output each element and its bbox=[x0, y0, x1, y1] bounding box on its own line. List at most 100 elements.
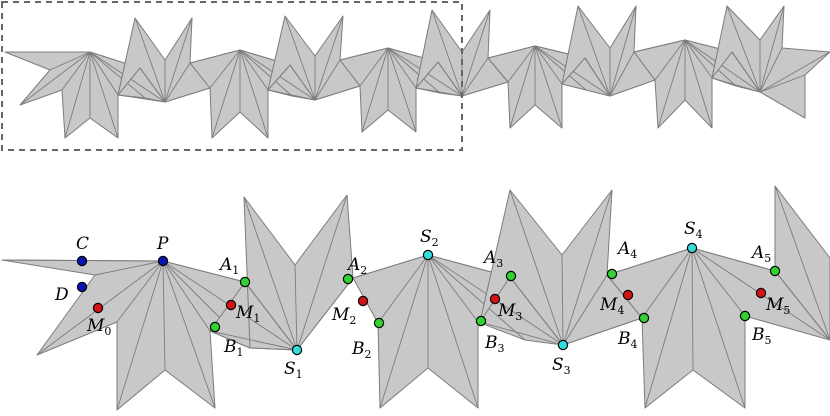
label-m4-base: M bbox=[599, 295, 618, 315]
tail-crease-1 bbox=[774, 185, 830, 341]
S1-crease-3 bbox=[243, 196, 298, 351]
S1-crease-6 bbox=[296, 277, 354, 351]
S3-crease-1 bbox=[479, 321, 564, 346]
label-b4: B4 bbox=[617, 329, 638, 351]
point-s4 bbox=[686, 242, 698, 254]
Q1-crease-1 bbox=[117, 94, 166, 103]
Q8-crease-4 bbox=[684, 39, 713, 129]
Q9-crease-1 bbox=[711, 77, 761, 93]
Q1-crease-0 bbox=[139, 67, 166, 103]
label-m0-base: M bbox=[86, 316, 105, 336]
label-d: D bbox=[54, 285, 69, 305]
label-s4-base: S bbox=[684, 219, 696, 239]
Q0-crease-2 bbox=[19, 51, 91, 106]
label-m5: M5 bbox=[765, 295, 790, 317]
label-s1-base: S bbox=[284, 359, 296, 379]
Q2-crease-1 bbox=[209, 49, 241, 89]
S3-crease-5 bbox=[562, 274, 608, 346]
S1-crease-5 bbox=[296, 194, 348, 351]
point-m2 bbox=[357, 295, 369, 307]
label-m0-sub: 0 bbox=[104, 325, 111, 338]
P-crease-4 bbox=[116, 260, 164, 411]
label-p-base: P bbox=[156, 234, 169, 254]
S1-crease-2 bbox=[249, 347, 298, 351]
Q7-crease-1 bbox=[561, 83, 611, 97]
label-a1-base: A bbox=[218, 255, 232, 275]
point-b3 bbox=[475, 315, 487, 327]
Q7-crease-5 bbox=[609, 51, 635, 97]
S2-crease-4 bbox=[427, 254, 479, 409]
Q7-crease-2 bbox=[577, 5, 611, 97]
Q4-crease-6 bbox=[387, 47, 441, 94]
label-m5-sub: 5 bbox=[783, 304, 790, 317]
point-a5 bbox=[769, 265, 781, 277]
label-d-base: D bbox=[54, 285, 69, 305]
Q5-crease-4 bbox=[461, 9, 491, 97]
label-p: P bbox=[156, 234, 169, 254]
P-crease-5 bbox=[162, 260, 166, 371]
label-m2-sub: 2 bbox=[349, 314, 356, 327]
Q3-crease-6 bbox=[314, 85, 361, 101]
S1-crease-4 bbox=[294, 264, 298, 351]
point-a1 bbox=[239, 276, 251, 288]
label-c: C bbox=[76, 234, 89, 254]
Q8-crease-5 bbox=[684, 39, 713, 79]
label-b1: B1 bbox=[223, 337, 244, 359]
label-b1-sub: 1 bbox=[237, 346, 244, 359]
Q8-crease-7 bbox=[684, 39, 761, 93]
point-a3 bbox=[505, 270, 517, 282]
top-strip bbox=[4, 5, 830, 139]
label-m2: M2 bbox=[331, 305, 356, 327]
Q1-crease-6 bbox=[164, 87, 211, 103]
Q9-crease-8 bbox=[759, 91, 806, 119]
label-b4-base: B bbox=[617, 329, 631, 349]
point-s1 bbox=[291, 344, 303, 356]
point-s2 bbox=[422, 249, 434, 261]
label-s3-sub: 3 bbox=[564, 364, 571, 377]
point-c bbox=[76, 255, 88, 267]
S4-crease-3 bbox=[691, 247, 694, 371]
S3-crease-3 bbox=[561, 254, 564, 346]
Q2-crease-0 bbox=[189, 49, 241, 64]
Q3-crease-4 bbox=[314, 15, 344, 101]
Q3-crease-2 bbox=[284, 15, 316, 101]
label-s1-sub: 1 bbox=[296, 368, 303, 381]
S3-crease-0 bbox=[509, 276, 564, 346]
label-a3-base: A bbox=[482, 248, 496, 268]
label-b1-base: B bbox=[223, 337, 237, 357]
Q2-crease-5 bbox=[239, 49, 269, 91]
Q8-crease-1 bbox=[654, 39, 686, 81]
point-m0 bbox=[92, 302, 104, 314]
Q6-crease-5 bbox=[534, 45, 563, 85]
point-s3 bbox=[557, 339, 569, 351]
S2-crease-6 bbox=[427, 254, 526, 341]
label-b3-base: B bbox=[484, 333, 498, 353]
S2-crease-0 bbox=[352, 254, 429, 279]
label-s2-sub: 2 bbox=[432, 236, 439, 249]
Q1-crease-4 bbox=[164, 17, 193, 103]
Q4-crease-5 bbox=[387, 47, 417, 89]
Q4-crease-2 bbox=[361, 47, 389, 133]
label-a1: A1 bbox=[218, 255, 239, 277]
P-crease-3 bbox=[116, 260, 164, 323]
label-m0: M0 bbox=[86, 316, 111, 338]
label-b5-sub: 5 bbox=[765, 334, 772, 347]
Q2-crease-6 bbox=[239, 49, 293, 97]
Q0-crease-8 bbox=[89, 51, 146, 99]
bottom-strip bbox=[1, 185, 830, 411]
Q6-crease-6 bbox=[534, 45, 587, 91]
Q1-crease-2 bbox=[134, 17, 166, 103]
label-a3-sub: 3 bbox=[496, 257, 503, 270]
label-b2-base: B bbox=[351, 339, 365, 359]
label-b2: B2 bbox=[351, 339, 372, 361]
S3-crease-2 bbox=[509, 189, 564, 346]
label-s2-base: S bbox=[420, 227, 432, 247]
label-m3-base: M bbox=[497, 301, 516, 321]
label-b3-sub: 3 bbox=[498, 342, 505, 355]
Q6-crease-0 bbox=[487, 45, 536, 59]
label-a4-base: A bbox=[616, 239, 630, 259]
label-s4: S4 bbox=[684, 219, 703, 241]
Q3-crease-0 bbox=[289, 64, 316, 101]
